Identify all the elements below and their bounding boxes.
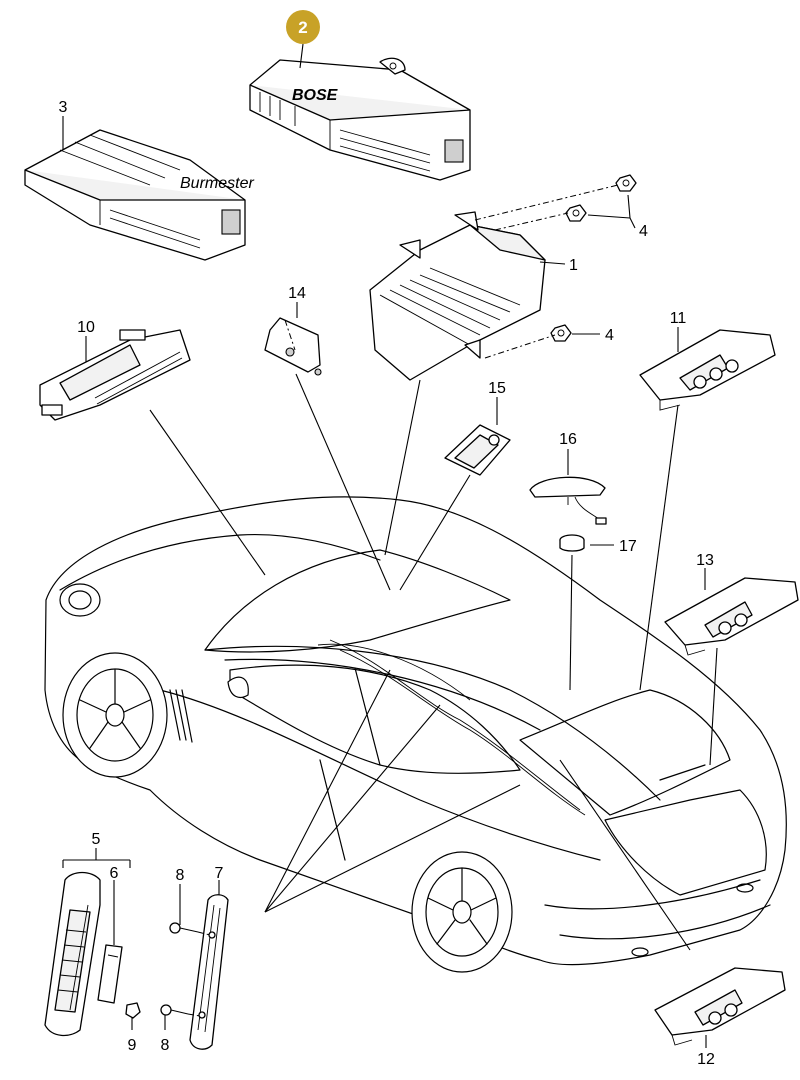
- burmester-logo: Burmester: [180, 175, 254, 192]
- nut-part-4-lower[interactable]: [550, 324, 572, 342]
- roof-antenna-part-16[interactable]: [529, 476, 607, 525]
- car-body: [44, 496, 787, 973]
- highlight-badge[interactable]: [286, 10, 320, 44]
- antenna-module-part-12[interactable]: [654, 967, 786, 1046]
- callout-labels: 2 1 3 4 4 5 6 7 8 8 9 10 11 12 13 14 15 …: [59, 10, 715, 1068]
- callout-13[interactable]: 13: [696, 552, 714, 569]
- control-unit-part-1[interactable]: [369, 211, 546, 381]
- battery-part-6[interactable]: [97, 944, 123, 1004]
- callout-10[interactable]: 10: [77, 319, 95, 336]
- nut-part-4-upper[interactable]: [565, 174, 637, 222]
- callout-11[interactable]: 11: [670, 310, 687, 327]
- bracket-part-14[interactable]: [264, 317, 322, 376]
- callout-4-upper[interactable]: 4: [639, 223, 648, 240]
- callout-8-upper[interactable]: 8: [176, 867, 185, 884]
- callout-17[interactable]: 17: [619, 538, 637, 555]
- callout-1[interactable]: 1: [569, 257, 578, 274]
- cradle-part-7[interactable]: [189, 894, 229, 1050]
- callout-2[interactable]: 2: [298, 18, 307, 37]
- callout-6[interactable]: 6: [110, 865, 119, 882]
- bose-amplifier-part-2[interactable]: BOSE: [249, 57, 471, 181]
- phone-handset-part-5[interactable]: [44, 871, 101, 1037]
- burmester-amplifier-part-3[interactable]: Burmester: [24, 129, 254, 261]
- callout-5[interactable]: 5: [92, 831, 101, 848]
- nut-part-17[interactable]: [559, 534, 585, 552]
- callout-14[interactable]: 14: [288, 285, 306, 302]
- callout-15[interactable]: 15: [488, 380, 506, 397]
- module-part-10[interactable]: [39, 329, 191, 421]
- leader-lines: [62, 43, 718, 1048]
- bose-logo: BOSE: [292, 87, 339, 104]
- module-part-15[interactable]: [444, 424, 511, 476]
- callout-9[interactable]: 9: [128, 1037, 137, 1054]
- callout-7[interactable]: 7: [215, 865, 224, 882]
- antenna-module-part-11[interactable]: [639, 329, 776, 411]
- callout-12[interactable]: 12: [697, 1051, 715, 1068]
- callout-3[interactable]: 3: [59, 99, 68, 116]
- nut-part-9[interactable]: [125, 1002, 141, 1019]
- callout-16[interactable]: 16: [559, 431, 577, 448]
- screw-part-8-upper[interactable]: [169, 922, 211, 936]
- screw-part-8-lower[interactable]: [160, 1004, 201, 1017]
- callout-4-lower[interactable]: 4: [605, 327, 614, 344]
- antenna-module-part-13[interactable]: [664, 577, 799, 656]
- callout-8-lower[interactable]: 8: [161, 1037, 170, 1054]
